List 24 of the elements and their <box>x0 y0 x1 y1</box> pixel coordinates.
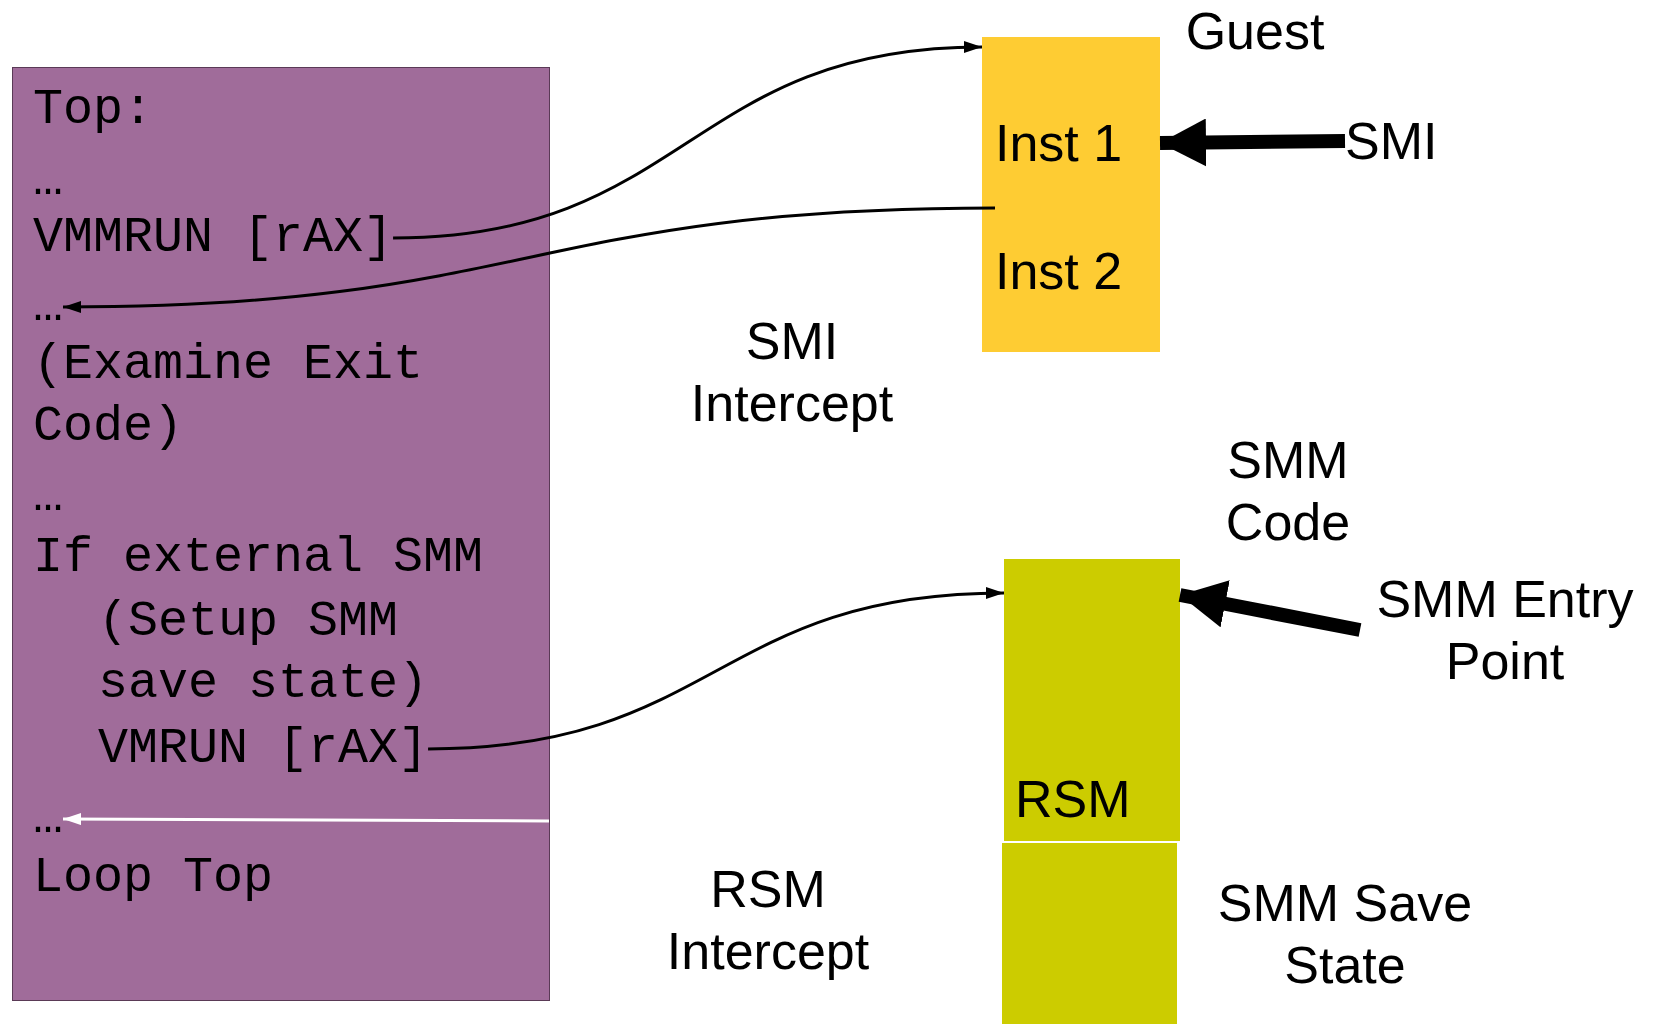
instruction-label: Inst 1 <box>995 112 1160 174</box>
code-line: (Setup SMM save state) <box>98 591 433 715</box>
arrow <box>1178 580 1362 637</box>
instruction-label: Inst 2 <box>995 240 1123 302</box>
box-heading: Guest <box>1184 1 1326 62</box>
annotation-label: RSM Intercept <box>665 859 871 982</box>
code-line: … <box>33 466 63 528</box>
code-line: … <box>33 788 63 850</box>
code-panel <box>12 67 550 1001</box>
arrow <box>63 813 549 826</box>
arrow <box>1159 118 1346 167</box>
arrow <box>63 206 996 313</box>
signal-label: SMM Entry Point <box>1360 568 1650 692</box>
instruction-label: RSM <box>1015 768 1131 830</box>
box-heading: SMM Code <box>1224 430 1352 553</box>
code-line: Loop Top <box>33 847 274 909</box>
arrow <box>392 42 983 240</box>
box-heading: SMM Save State <box>1216 873 1474 996</box>
annotation-label: SMI Intercept <box>689 311 895 434</box>
code-line: VMRUN [rAX] <box>98 718 429 780</box>
arrow <box>428 587 1005 751</box>
code-line: Top: <box>33 79 154 141</box>
code-line: If external SMM <box>33 527 484 589</box>
signal-label: SMI <box>1345 110 1435 172</box>
